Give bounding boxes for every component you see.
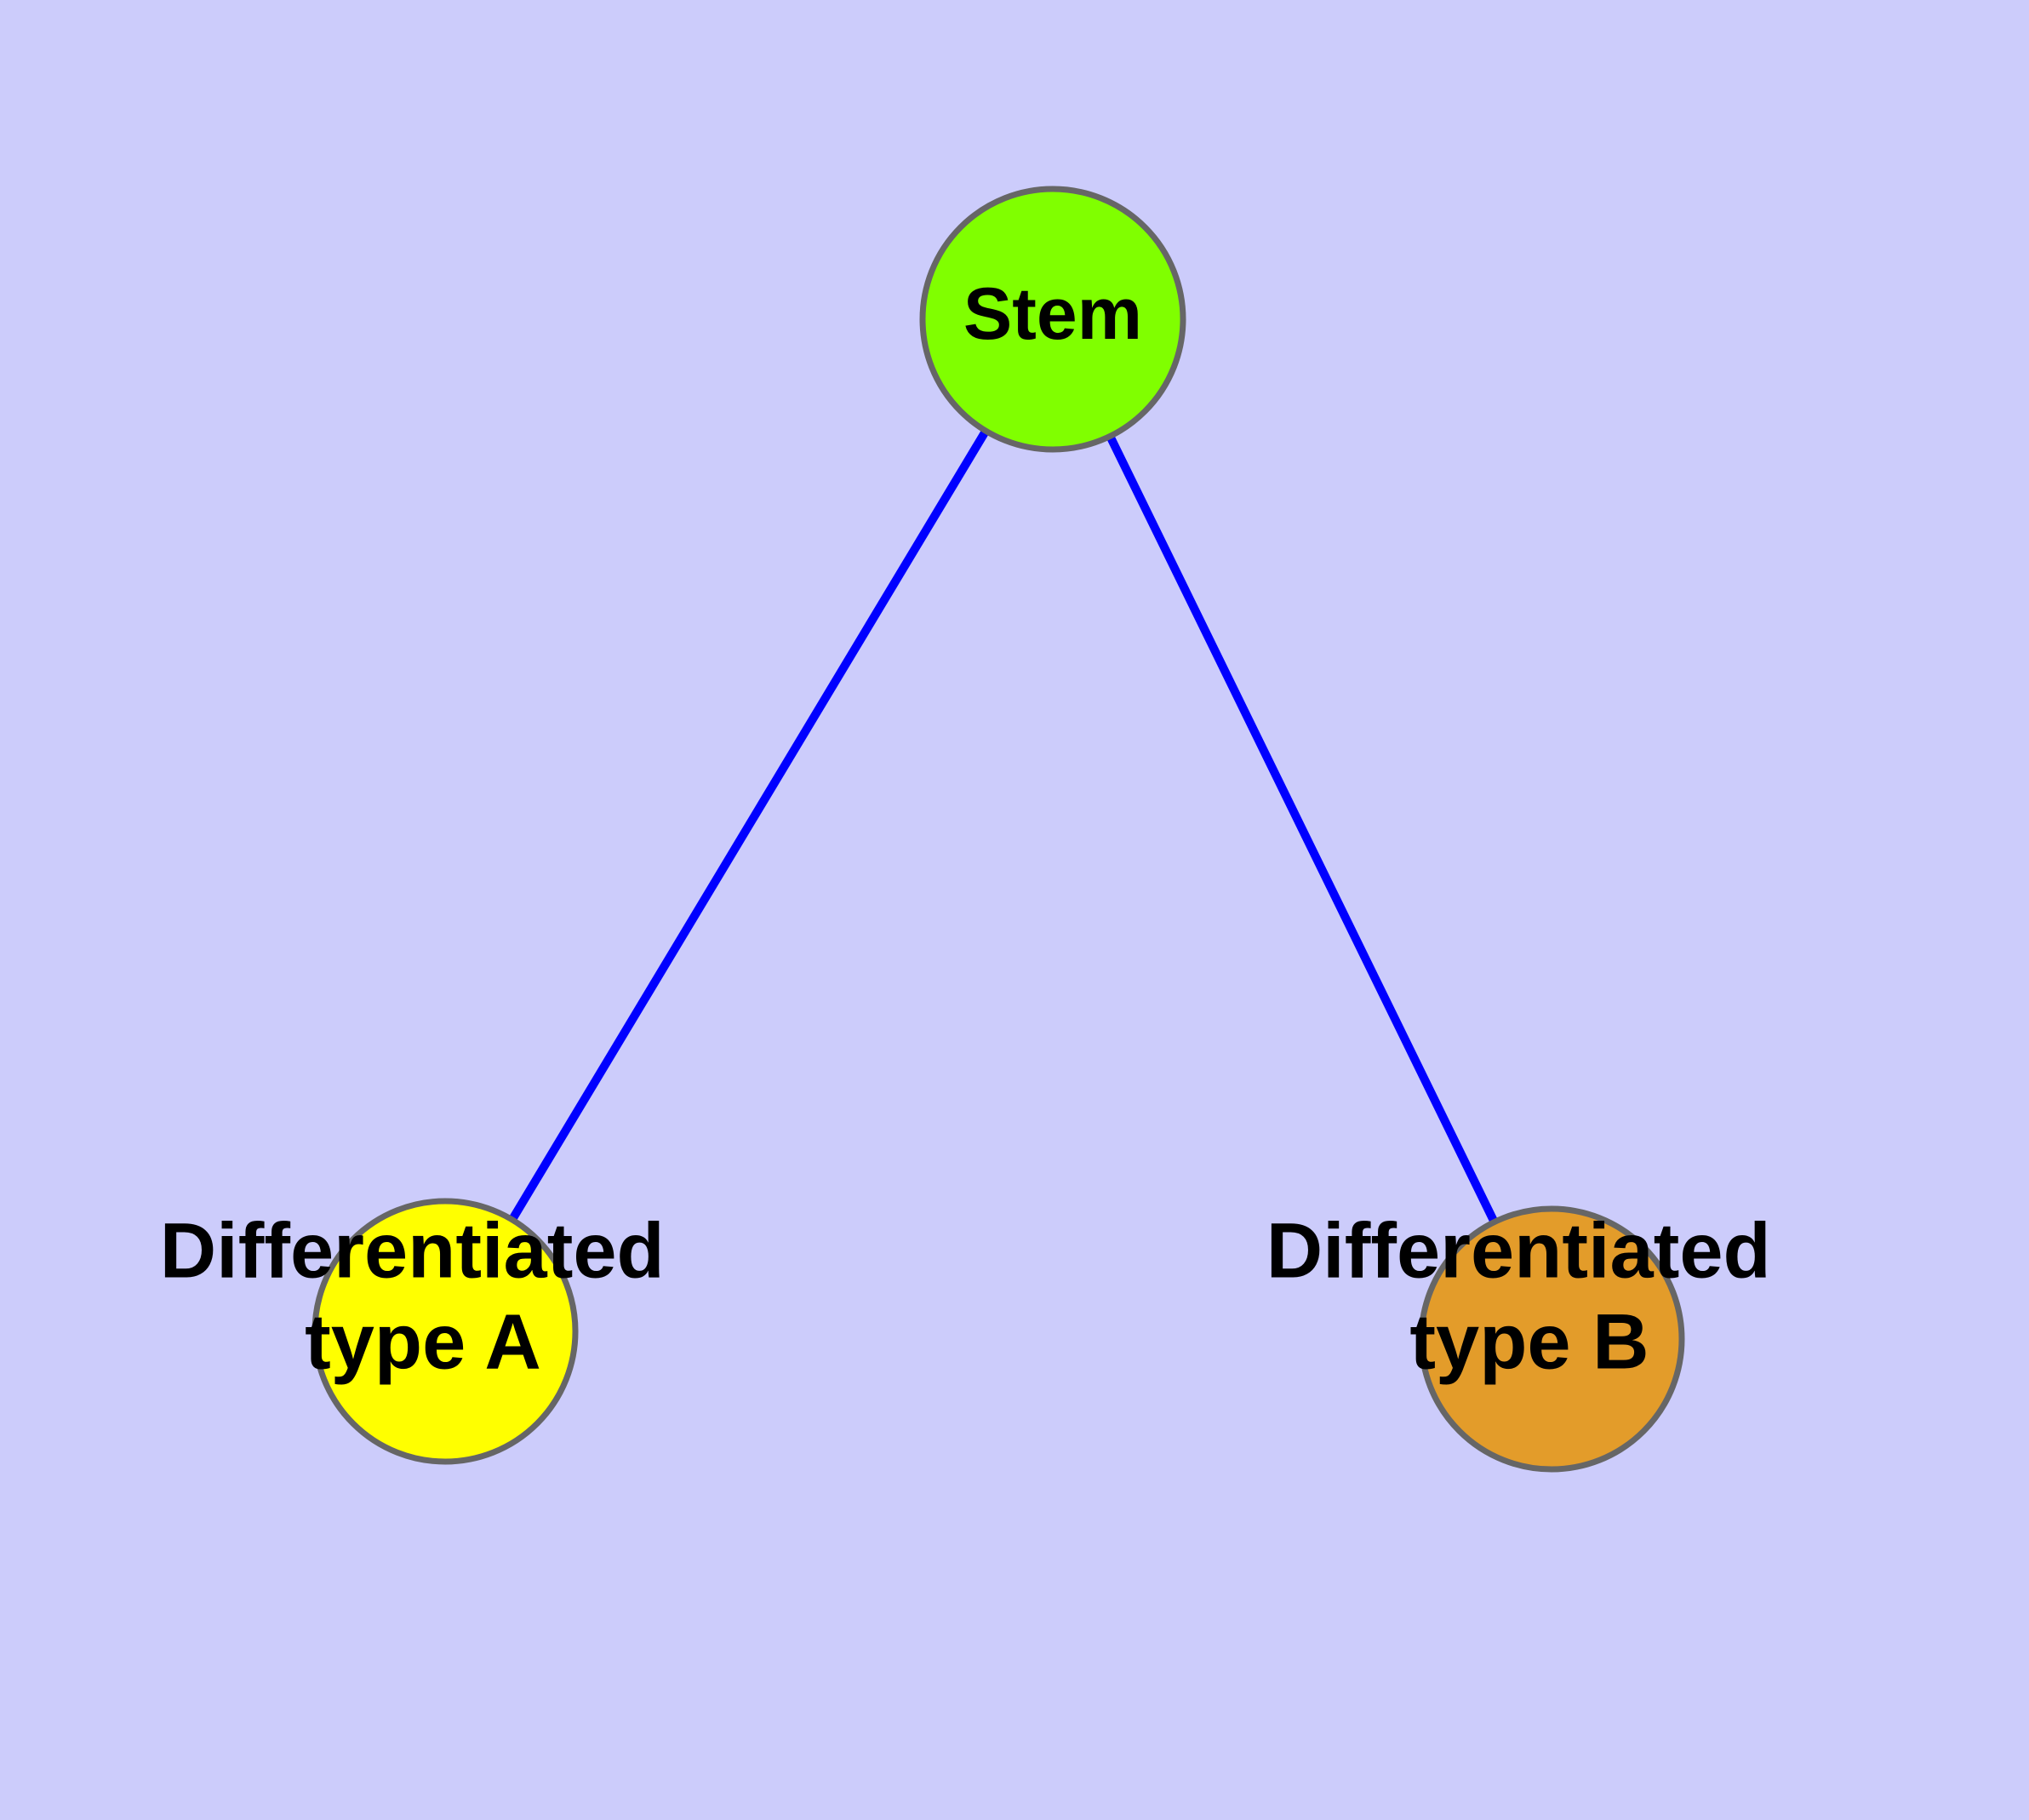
- node-differentiated-type-a[interactable]: Differentiated type A: [160, 1198, 687, 1465]
- edge-layer: [506, 426, 1500, 1228]
- node-stem[interactable]: Stem: [919, 186, 1186, 453]
- node-differentiated-type-b[interactable]: Differentiated type B: [1266, 1205, 1793, 1473]
- differentiated-type-b-node-label: Differentiated type B: [1266, 1208, 1793, 1386]
- differentiated-type-b-node-circle[interactable]: [1418, 1205, 1685, 1473]
- stem-node-label: Stem: [963, 273, 1142, 355]
- edge-stem-to-differentiated-type-a[interactable]: [506, 426, 992, 1225]
- differentiated-type-a-node-circle[interactable]: [311, 1198, 579, 1465]
- differentiated-type-a-node-label: Differentiated type A: [160, 1208, 687, 1386]
- node-layer: Stem Differentiated type A Differentiate…: [160, 186, 1793, 1473]
- edge-stem-to-differentiated-type-b[interactable]: [1104, 431, 1500, 1228]
- stem-node-circle[interactable]: [919, 186, 1186, 453]
